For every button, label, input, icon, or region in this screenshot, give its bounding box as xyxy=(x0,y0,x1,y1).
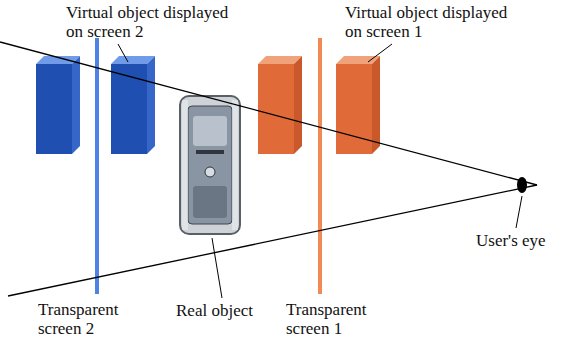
callout-label: Virtual object displayed on screen 2 xyxy=(66,3,231,41)
leader-line xyxy=(516,196,522,228)
virtual-object-blue xyxy=(111,56,155,154)
callout-label: Transparent screen 1 xyxy=(286,300,386,338)
virtual-object-blue xyxy=(36,56,80,154)
leader-line xyxy=(118,44,128,62)
leader-line xyxy=(368,44,392,62)
part-label: Real object xyxy=(176,301,286,320)
transparent-screen xyxy=(318,38,322,294)
eye xyxy=(517,177,527,193)
transparent-screen xyxy=(95,38,99,294)
leader-line xyxy=(212,238,222,298)
real-object-computer xyxy=(180,96,240,234)
callout-label: Transparent screen 2 xyxy=(38,300,138,338)
callout-label: Virtual object displayed on screen 1 xyxy=(345,3,510,41)
virtual-object-orange xyxy=(336,56,380,154)
sight-line xyxy=(0,42,537,185)
part-label: User's eye xyxy=(476,231,571,250)
virtual-object-orange xyxy=(258,56,302,154)
sight-line xyxy=(8,185,537,296)
